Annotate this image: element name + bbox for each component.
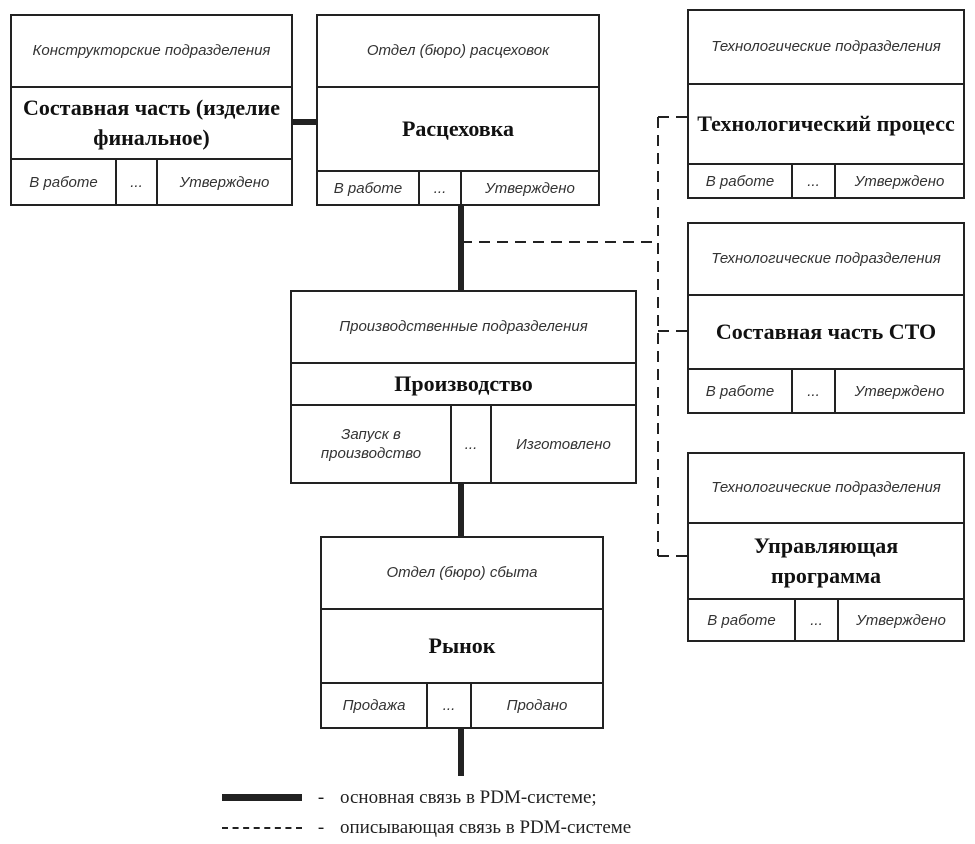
state-cell-start: В работе [707,611,776,629]
block-states: Продажа ... Продано [322,684,602,727]
block-states: Запуск в производство ... Изготовлено [292,406,635,482]
block-department-label: Конструкторские подразделения [32,42,271,59]
block-states: В работе ... Утверждено [318,172,598,204]
state-cell-end: Утверждено [834,370,963,412]
block-cto-part: Технологические подразделения Составная … [687,222,965,414]
block-department-label: Технологические подразделения [711,250,941,267]
legend-solid-line-symbol [222,784,302,812]
state-cell-start: В работе [333,179,403,197]
state-cell-ellipsis: ... [794,600,837,640]
legend-main-link-label: основная связь в PDM-системе; [340,787,597,808]
block-states: В работе ... Утверждено [689,370,963,412]
state-cell-ellipsis: ... [791,370,834,412]
state-cell-ellipsis: ... [450,406,490,482]
state-cell-end: Утверждено [834,165,963,197]
state-cell-end: Утверждено [460,172,598,204]
state-cell-ellipsis: ... [791,165,834,197]
block-title: Технологический процесс [689,83,963,165]
state-cell-start: Запуск в производство [320,426,422,462]
block-department-label: Отдел (бюро) расцеховок [366,42,550,59]
state-cell-ellipsis: ... [426,684,470,727]
block-department-label: Технологические подразделения [711,479,941,496]
state-cell-end: Изготовлено [490,406,635,482]
block-department-label: Производственные подразделения [339,318,588,335]
legend-main-link: - основная связь в PDM-системе; [222,784,597,812]
block-title: Расцеховка [318,86,598,172]
block-title: Управляющая программа [689,522,963,600]
block-title: Производство [292,362,635,406]
state-cell-end: Утверждено [156,160,291,204]
state-cell-ellipsis: ... [418,172,460,204]
block-control-program: Технологические подразделения Управляюща… [687,452,965,642]
state-cell-start: В работе [29,173,98,191]
block-market: Отдел (бюро) сбыта Рынок Продажа ... Про… [320,536,604,729]
block-title: Рынок [322,608,602,684]
block-title: Составная часть (изделие финальное) [12,86,291,160]
state-cell-end: Продано [470,684,602,727]
block-design-part: Конструкторские подразделения Составная … [10,14,293,206]
block-states: В работе ... Утверждено [12,160,291,204]
block-title: Составная часть СТО [689,294,963,370]
legend-separator: - [317,787,325,808]
block-states: В работе ... Утверждено [689,165,963,197]
state-cell-start: В работе [705,382,775,400]
legend-separator: - [317,817,325,838]
block-routing: Отдел (бюро) расцеховок Расцеховка В раб… [316,14,600,206]
legend-dashed-line-symbol [222,814,302,842]
block-states: В работе ... Утверждено [689,600,963,640]
state-cell-start: Продажа [342,697,406,714]
state-cell-end: Утверждено [837,600,963,640]
block-tech-process: Технологические подразделения Технологич… [687,9,965,199]
block-department-label: Технологические подразделения [711,38,941,55]
state-cell-start: В работе [705,172,775,190]
legend-descriptive-link: - описывающая связь в PDM-системе [222,814,631,842]
block-production: Производственные подразделения Производс… [290,290,637,484]
legend-descriptive-link-label: описывающая связь в PDM-системе [340,817,632,838]
block-department-label: Отдел (бюро) сбыта [386,564,538,581]
state-cell-ellipsis: ... [115,160,156,204]
